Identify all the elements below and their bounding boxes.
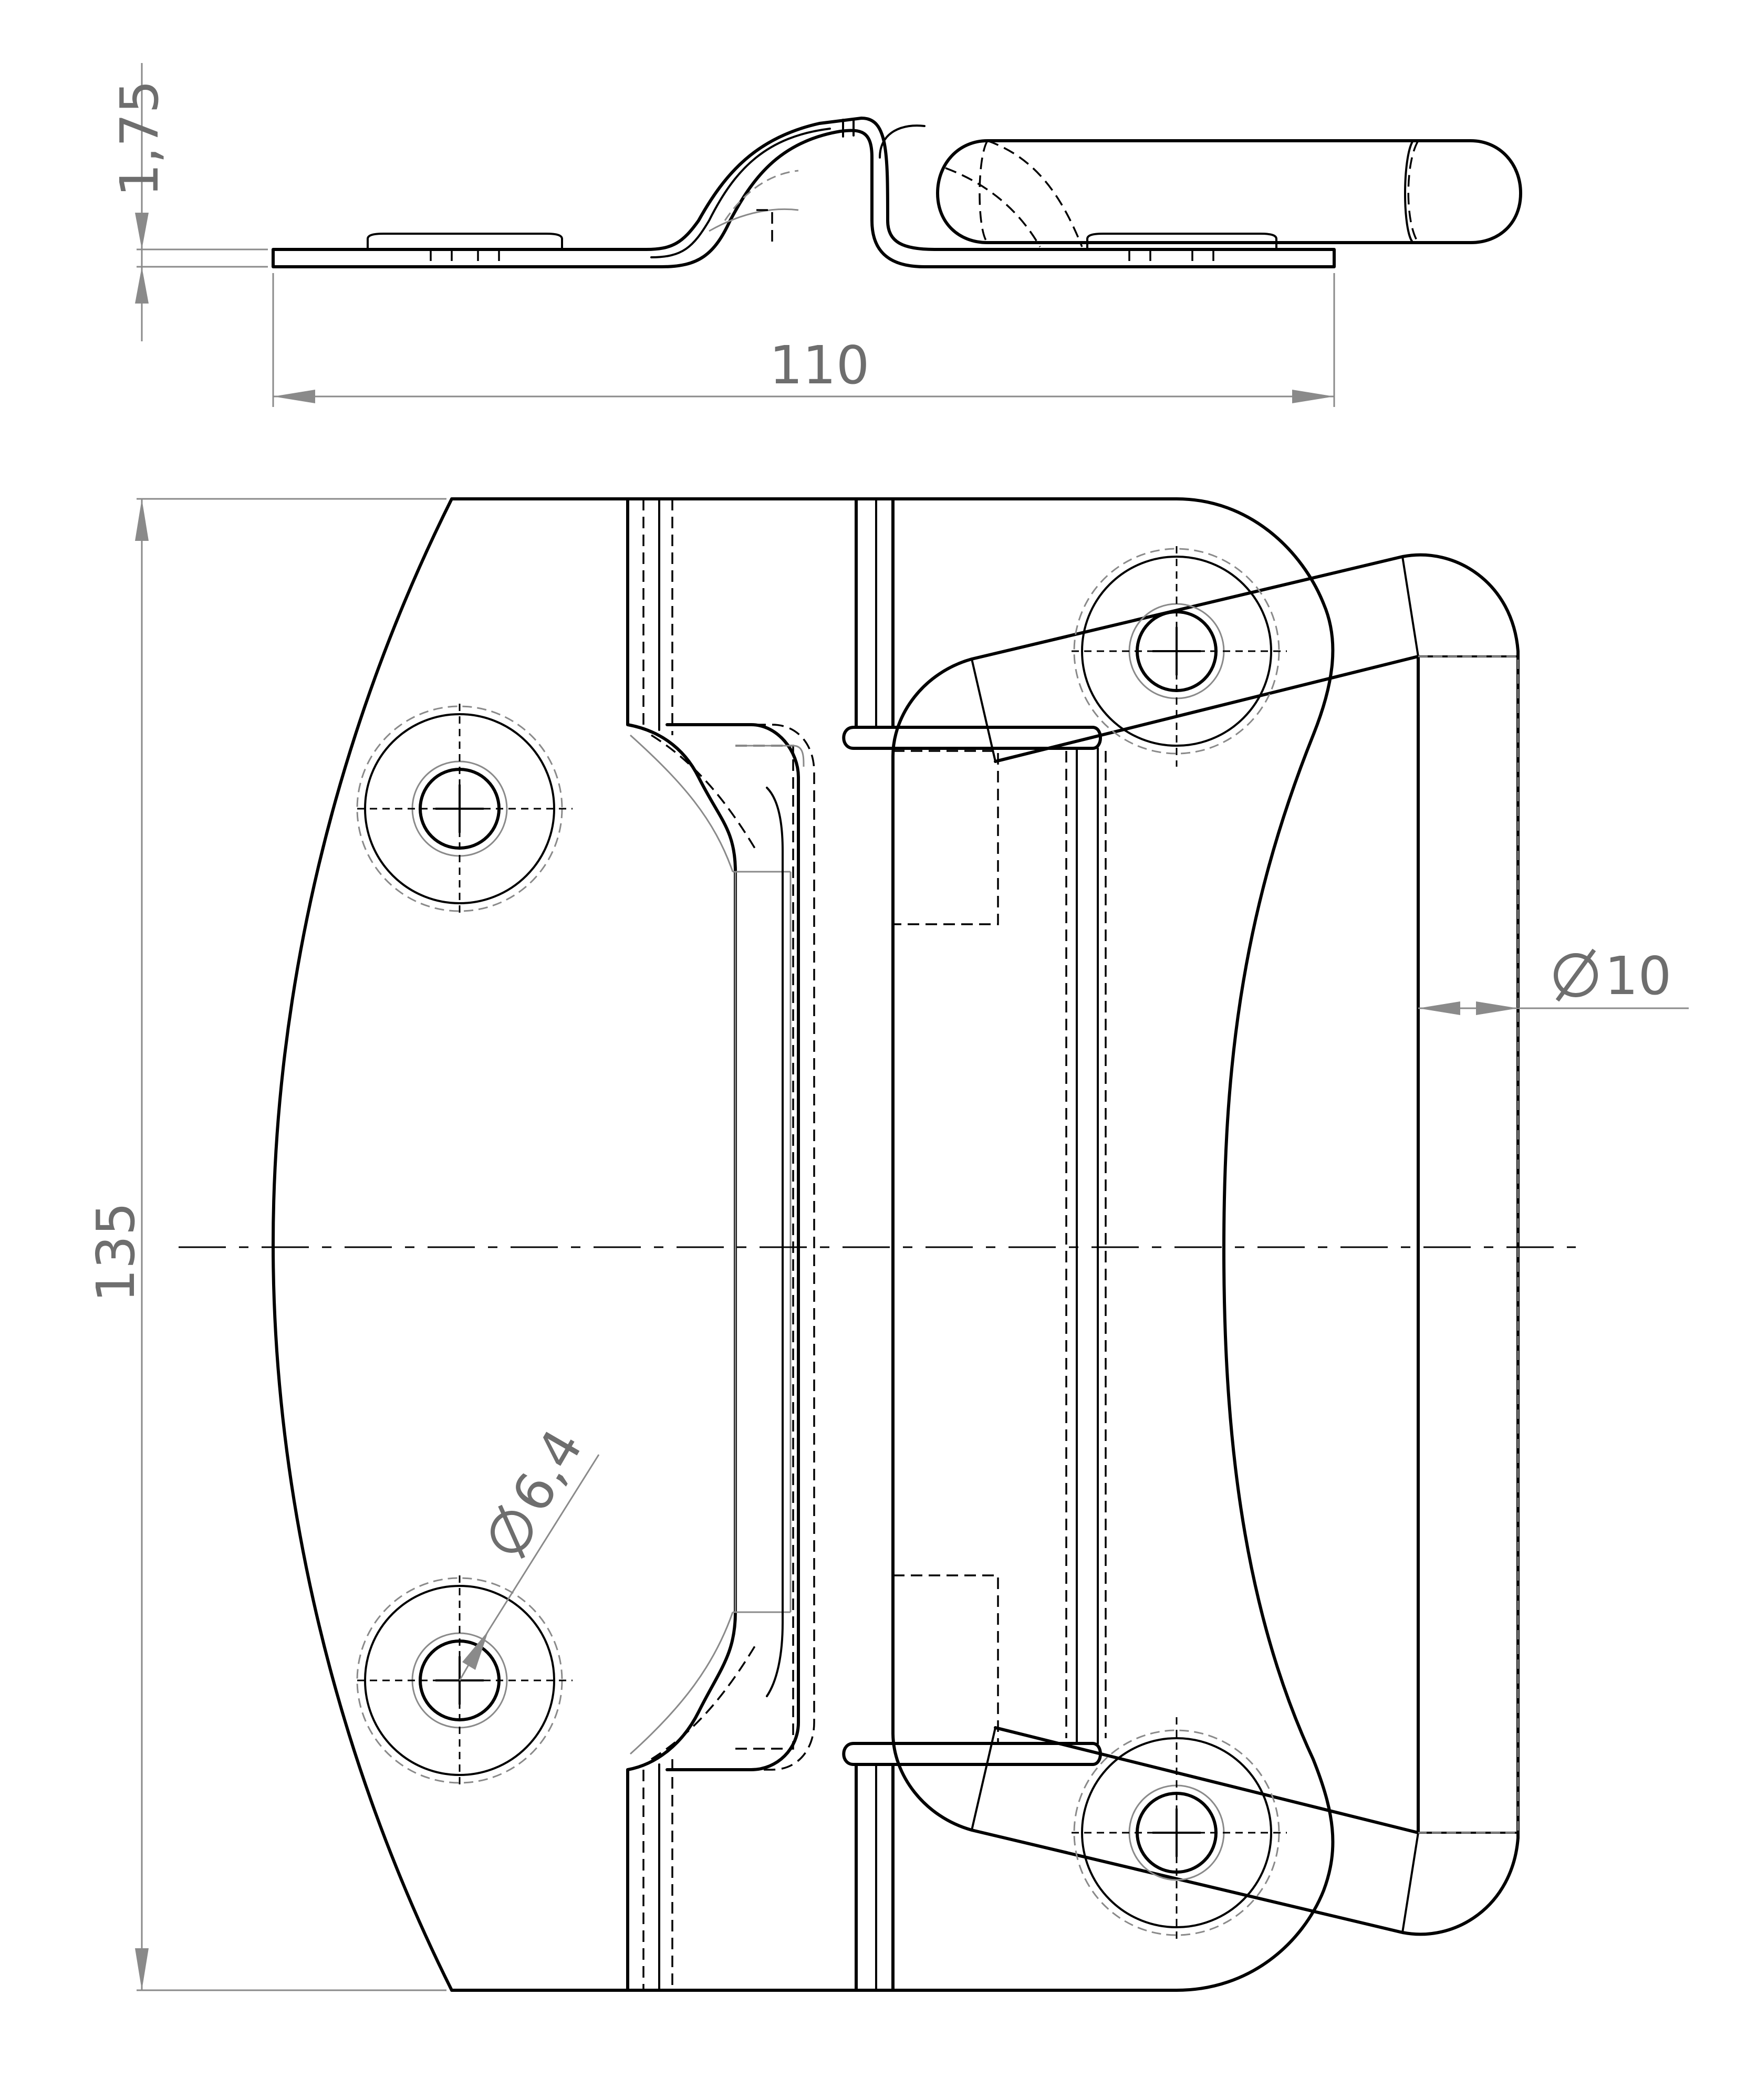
- hole-bottom-right: [1072, 1717, 1287, 1943]
- hole-top-right: [1072, 546, 1287, 767]
- thickness-dimension: 1,75: [109, 63, 268, 341]
- diameter-symbol-icon: [491, 1505, 533, 1559]
- handle-diameter-label: 10: [1605, 945, 1671, 1007]
- plan-view: [179, 497, 1576, 1992]
- hole-diameter-label: 6,4: [500, 1419, 595, 1522]
- diameter-symbol-icon: [1554, 948, 1598, 1002]
- hole-bottom-left: [356, 1575, 573, 1785]
- width-label: 110: [770, 335, 870, 396]
- hole-diameter-dimension: 6,4: [459, 1419, 600, 1681]
- hole-top-left: [356, 704, 573, 914]
- width-dimension: 110: [272, 273, 1335, 407]
- handle-diameter-dimension: 10: [1418, 945, 1689, 1015]
- height-dimension: 135: [85, 498, 446, 1991]
- thickness-label: 1,75: [109, 80, 170, 197]
- side-view: [272, 117, 1522, 268]
- height-label: 135: [85, 1202, 147, 1302]
